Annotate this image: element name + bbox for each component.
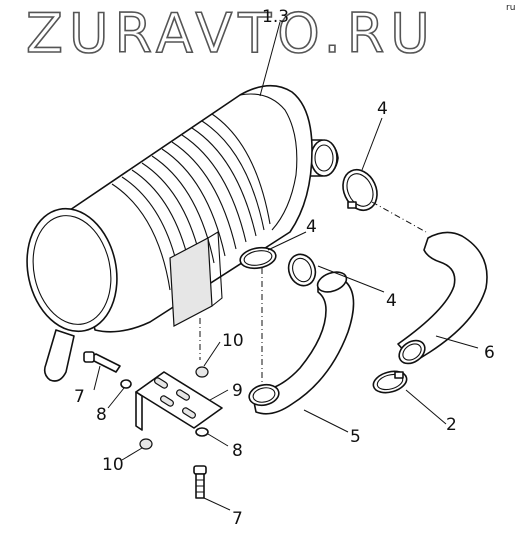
callout-2: 2 [446,415,457,435]
hose-clamp-mid-a [239,246,277,270]
bolt-left [83,351,121,373]
callout-5: 5 [350,427,361,447]
callout-10-lower: 10 [102,455,124,475]
hose-clamp-upper [342,169,378,211]
callout-8-left: 8 [96,405,107,425]
mounting-bracket [135,371,223,431]
callout-7-bottom: 7 [232,509,243,529]
washer-right [195,427,209,437]
hose-clamp-lower [248,383,280,407]
corner-mark: ru [506,3,515,13]
hose-clamp-mid-b [287,253,317,287]
callouts: 1.3 4 4 4 6 2 5 9 10 10 8 8 7 7 [74,7,495,529]
nut-lower [139,438,153,450]
callout-4-right: 4 [386,291,397,311]
callout-6: 6 [484,343,495,363]
callout-1-3: 1.3 [262,7,289,27]
air-cleaner-housing [26,84,339,382]
callout-4-middle: 4 [306,217,317,237]
callout-10-upper: 10 [222,331,244,351]
assembly-lines [199,201,427,385]
nut-upper [195,366,209,378]
callout-7-left: 7 [74,387,85,407]
washer-left [120,379,132,389]
watermark-text: ZURAVTO.RU [26,2,436,65]
callout-4-upper: 4 [377,99,388,119]
callout-8-right: 8 [232,441,243,461]
hose-upper [397,231,488,365]
callout-9: 9 [232,381,243,401]
bolt-lower [193,465,207,499]
hose-clamp-2 [372,370,408,394]
leader-lines [93,21,479,511]
